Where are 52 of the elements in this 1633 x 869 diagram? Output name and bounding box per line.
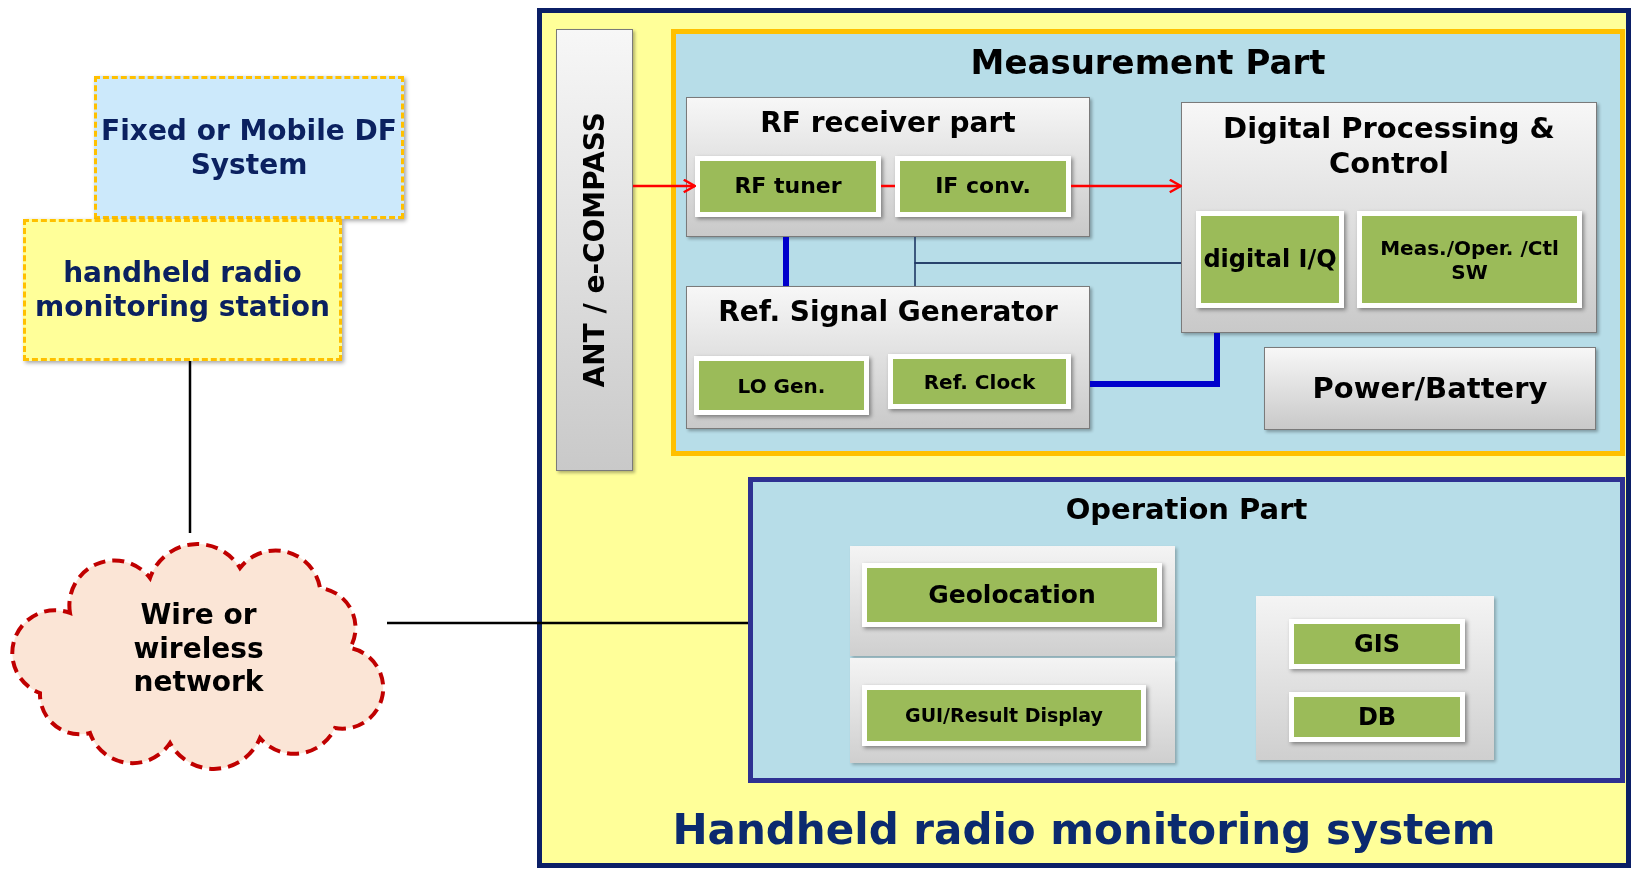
box-label: Meas./Oper. /Ctl SW [1379, 235, 1560, 284]
part-container [748, 477, 1625, 783]
function-box [862, 685, 1146, 746]
system-title: Handheld radio monitoring system [672, 804, 1496, 855]
module-box [686, 286, 1090, 429]
function-box [1196, 211, 1344, 308]
function-box [694, 356, 869, 415]
module-box [1181, 102, 1597, 333]
box-label: ANT / e-COMPASS [577, 112, 612, 388]
box-label: GIS [1354, 629, 1400, 659]
function-box [1289, 692, 1465, 742]
box-label: Geolocation [928, 580, 1096, 610]
module-panel [850, 546, 1175, 656]
module-box [1264, 347, 1596, 430]
function-box [1289, 619, 1465, 669]
section-heading: Measurement Part [970, 42, 1326, 83]
function-box [695, 156, 881, 217]
box-label: IF conv. [935, 173, 1031, 200]
arrow [633, 178, 697, 194]
section-heading: Operation Part [1065, 492, 1308, 527]
system-container [537, 8, 1631, 868]
connector-line [881, 184, 895, 188]
system-box [94, 76, 404, 219]
box-label: DB [1357, 702, 1397, 732]
box-label: RF tuner [734, 173, 842, 200]
station-box [23, 219, 342, 361]
connector-line [387, 621, 748, 625]
module-panel [850, 658, 1175, 763]
connector-line [914, 262, 1182, 287]
module-box [686, 97, 1090, 237]
box-label: digital I/Q [1203, 245, 1337, 274]
arrow [1071, 178, 1183, 194]
connector-line [783, 237, 789, 286]
box-label: Ref. Clock [923, 369, 1036, 394]
section-heading: Digital Processing & Control [1222, 111, 1556, 181]
part-container [671, 29, 1625, 456]
box-label: GUI/Result Display [905, 704, 1103, 727]
box-label: Power/Battery [1312, 371, 1548, 406]
box-label: LO Gen. [737, 373, 826, 398]
function-box [1357, 211, 1582, 308]
box-label: Fixed or Mobile DF System [100, 113, 398, 182]
box-label: handheld radio monitoring station [34, 256, 331, 324]
function-box [888, 354, 1071, 409]
section-heading: RF receiver part [760, 106, 1016, 140]
function-box [895, 156, 1071, 217]
connector-line [188, 361, 192, 533]
module-panel [1256, 596, 1494, 760]
box-label: Wire or wireless network [132, 598, 265, 699]
function-box [862, 563, 1162, 627]
connector-line [1090, 333, 1220, 387]
module-box [556, 29, 633, 471]
section-heading: Ref. Signal Generator [718, 295, 1058, 329]
